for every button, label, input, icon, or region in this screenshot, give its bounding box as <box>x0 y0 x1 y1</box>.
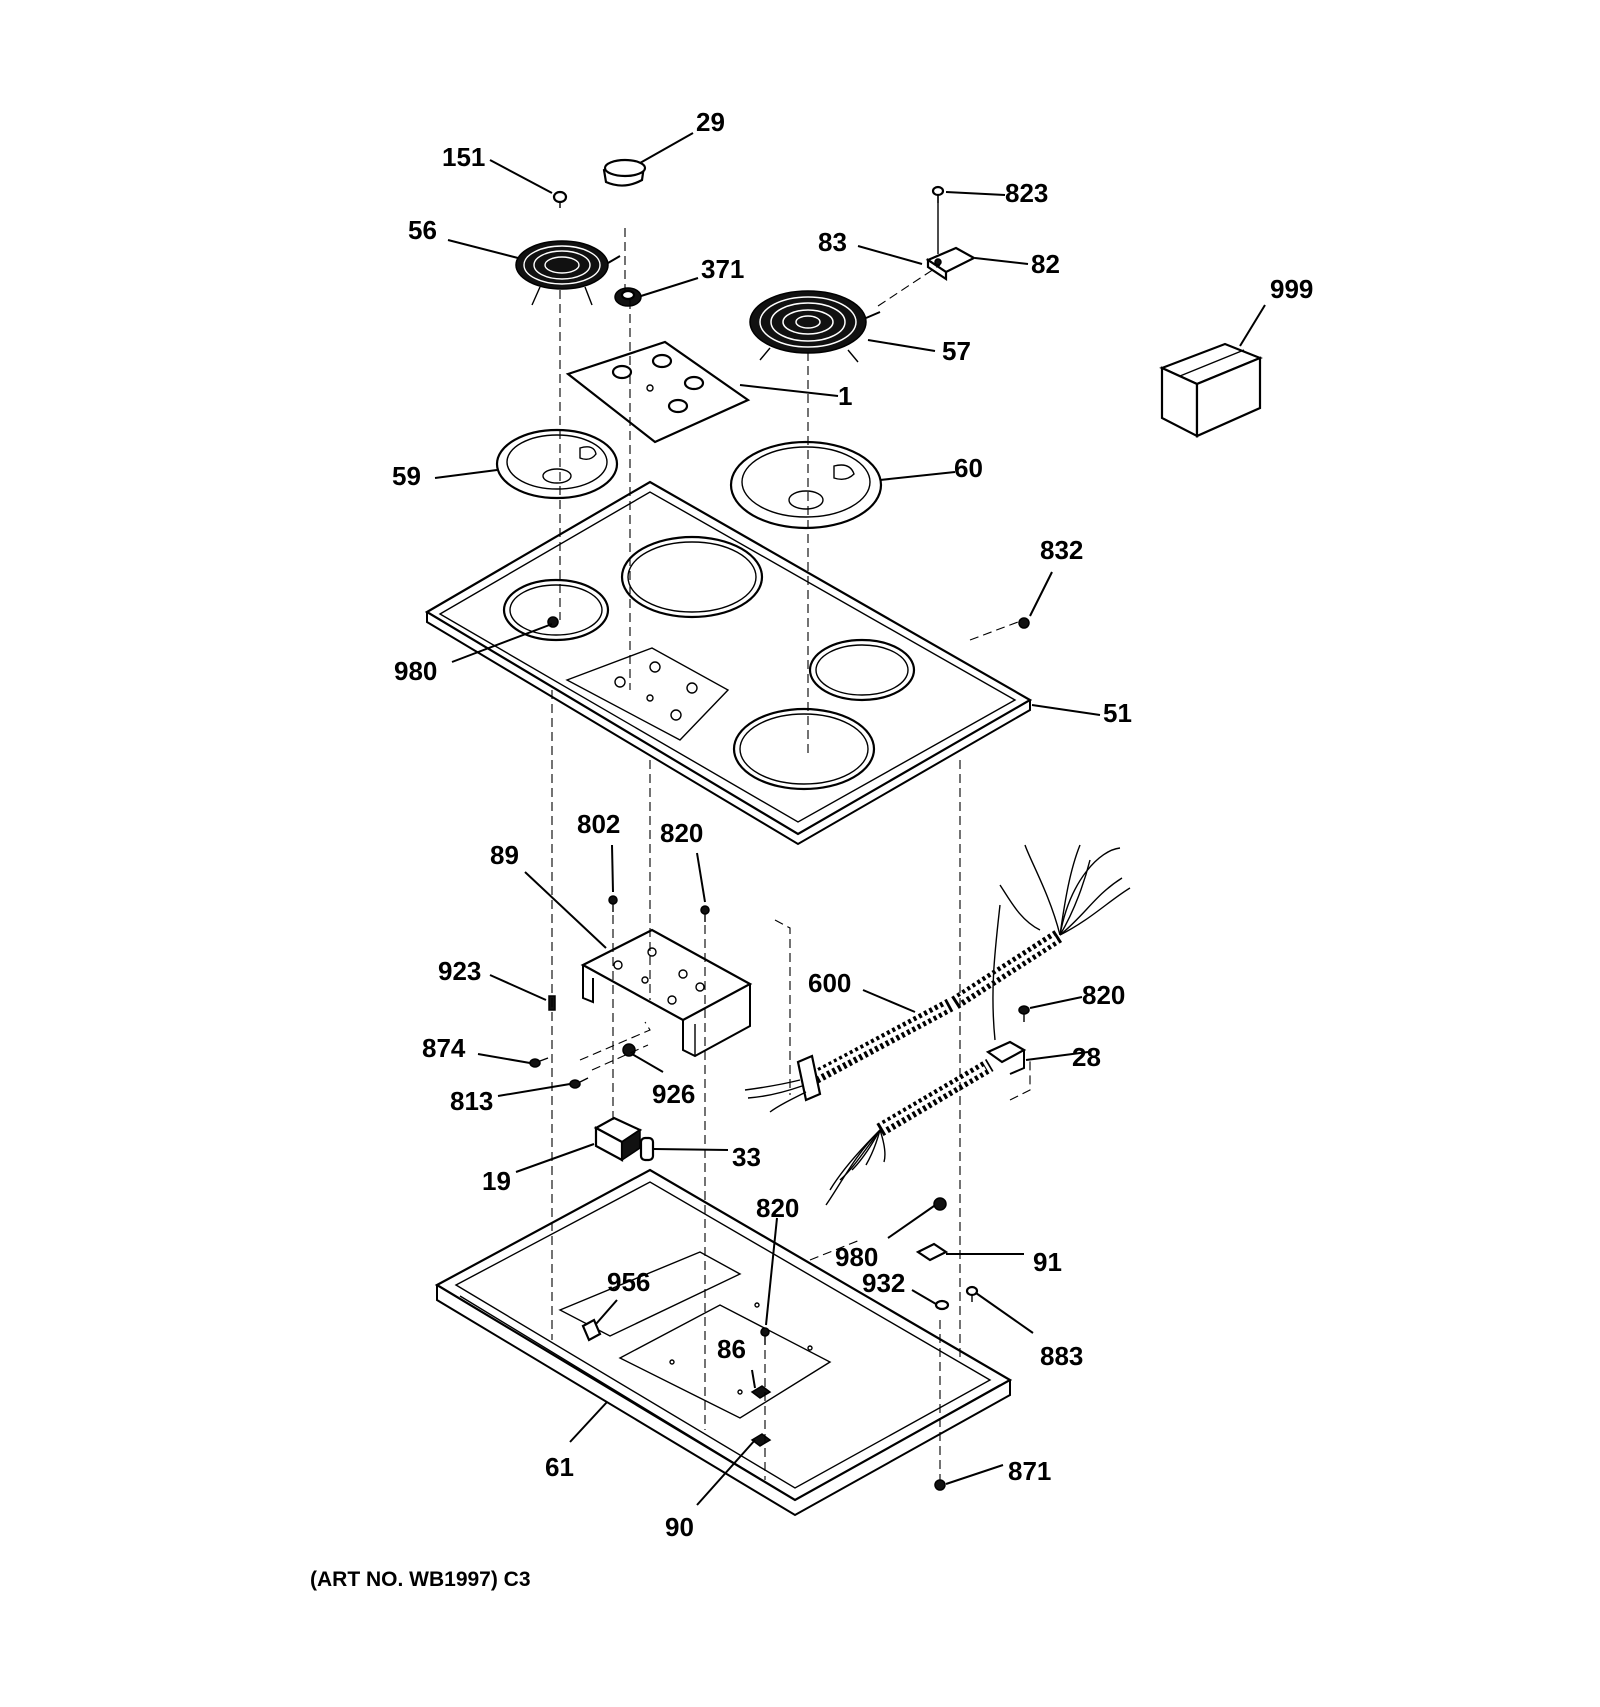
label-19: 19 <box>482 1166 511 1196</box>
cooktop-panel <box>424 480 1033 846</box>
label-56: 56 <box>408 215 437 245</box>
control-panel <box>565 340 751 444</box>
label-82: 82 <box>1031 249 1060 279</box>
part-33 <box>639 1136 655 1162</box>
label-980-upper: 980 <box>394 656 437 686</box>
label-820-right: 820 <box>1082 980 1125 1010</box>
label-956: 956 <box>607 1267 650 1297</box>
screw-871 <box>934 1479 946 1491</box>
knob-29 <box>602 158 647 187</box>
label-57: 57 <box>942 336 971 366</box>
clip-91 <box>915 1242 949 1262</box>
label-823: 823 <box>1005 178 1048 208</box>
label-820-lower: 820 <box>756 1193 799 1223</box>
label-832: 832 <box>1040 535 1083 565</box>
part-86 <box>750 1385 772 1399</box>
part-labels: 151 29 823 56 371 83 82 999 57 1 59 60 8… <box>392 107 1313 1542</box>
label-371: 371 <box>701 254 744 284</box>
label-86: 86 <box>717 1334 746 1364</box>
switch-19 <box>593 1116 643 1162</box>
label-923: 923 <box>438 956 481 986</box>
label-932: 932 <box>862 1268 905 1298</box>
label-820-upper: 820 <box>660 818 703 848</box>
label-60: 60 <box>954 453 983 483</box>
leader-lines <box>434 132 1266 1506</box>
wire-harness-600 <box>744 844 1131 1206</box>
ring-371 <box>614 287 642 307</box>
label-883: 883 <box>1040 1341 1083 1371</box>
label-61: 61 <box>545 1452 574 1482</box>
screw-883 <box>965 1285 979 1302</box>
drip-bowl-59 <box>495 428 619 500</box>
label-90: 90 <box>665 1512 694 1542</box>
screw-832 <box>1018 617 1030 629</box>
art-number-caption: (ART NO. WB1997) C3 <box>310 1568 531 1591</box>
screw-820-lower <box>760 1327 770 1345</box>
label-89: 89 <box>490 840 519 870</box>
label-91: 91 <box>1033 1247 1062 1277</box>
surface-element-57 <box>749 290 881 363</box>
washer-926 <box>622 1043 636 1057</box>
label-926: 926 <box>652 1079 695 1109</box>
label-51: 51 <box>1103 698 1132 728</box>
washer-932 <box>934 1299 950 1311</box>
part-980-lower <box>933 1197 947 1211</box>
label-600: 600 <box>808 968 851 998</box>
screw-820-right <box>1018 1005 1030 1022</box>
label-999: 999 <box>1270 274 1313 304</box>
bracket-89 <box>580 928 753 1058</box>
label-980-lower: 980 <box>835 1242 878 1272</box>
screw-820-upper <box>700 905 710 922</box>
screw-874 <box>529 1057 549 1068</box>
label-802: 802 <box>577 809 620 839</box>
screw-823 <box>931 185 945 203</box>
part-151 <box>552 190 568 208</box>
label-33: 33 <box>732 1142 761 1172</box>
screw-813 <box>569 1077 589 1089</box>
label-151: 151 <box>442 142 485 172</box>
part-956 <box>581 1318 602 1342</box>
label-813: 813 <box>450 1086 493 1116</box>
label-1: 1 <box>838 381 852 411</box>
label-874: 874 <box>422 1033 466 1063</box>
label-59: 59 <box>392 461 421 491</box>
bracket-28 <box>985 1040 1027 1075</box>
terminal-82 <box>925 196 977 282</box>
surface-element-56 <box>515 240 621 306</box>
label-83: 83 <box>818 227 847 257</box>
label-29: 29 <box>696 107 725 137</box>
label-871: 871 <box>1008 1456 1051 1486</box>
alignment-lines <box>551 228 1031 1480</box>
carton-999 <box>1159 342 1263 438</box>
screw-802 <box>608 895 618 912</box>
label-28: 28 <box>1072 1042 1101 1072</box>
drip-bowl-60 <box>729 440 883 530</box>
